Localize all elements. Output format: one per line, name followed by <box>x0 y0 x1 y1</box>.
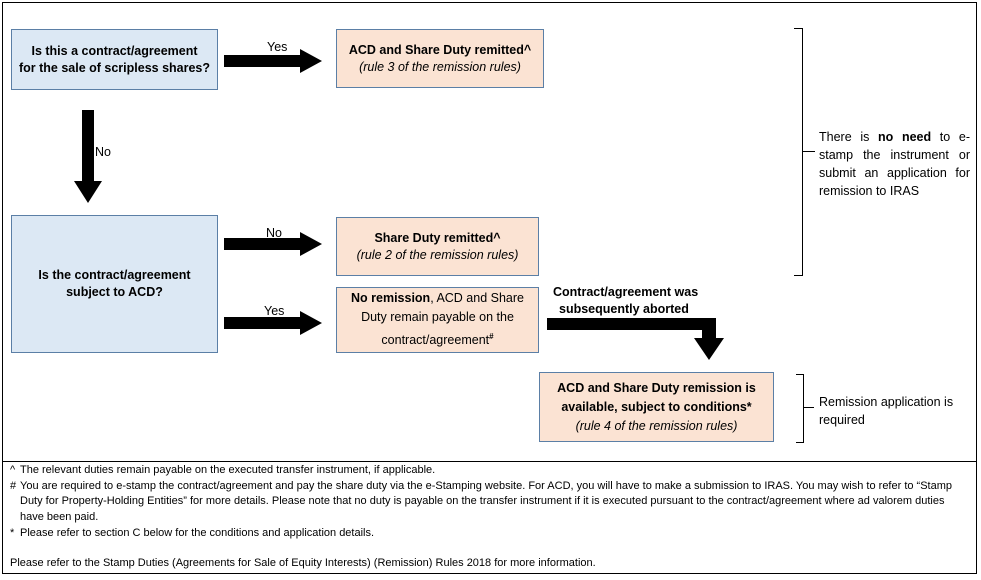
label-aborted-line1: Contract/agreement was <box>553 285 699 299</box>
footnote-hash: # You are required to e-stamp the contra… <box>10 479 965 526</box>
no-remission-line3: contract/agreement# <box>381 327 493 350</box>
footnote-caret: ^ The relevant duties remain payable on … <box>10 463 965 479</box>
arrow-yes-right <box>224 311 322 335</box>
remission-available-bold: available <box>561 399 615 414</box>
arrow-no-down <box>74 110 102 203</box>
remission-available-line1: ACD and Share Duty remission is <box>557 380 756 395</box>
question-acd-line2: subject to ACD? <box>66 285 163 299</box>
footnote-star-text: Please refer to section C below for the … <box>20 526 375 539</box>
note-no-need-line2: stamp the instrument or <box>819 148 970 162</box>
bracket-application-tick <box>804 407 814 408</box>
question-scripless-shares: Is this a contract/agreement for the sal… <box>11 29 218 90</box>
label-no-right: No <box>266 226 282 240</box>
no-remission-line2: Duty remain payable on the <box>361 310 514 325</box>
note-no-need-pre: There is <box>819 130 879 144</box>
footnote-hash-text: You are required to e-stamp the contract… <box>20 479 953 524</box>
footnote-caret-mark: ^ <box>10 464 16 476</box>
bracket-application <box>796 374 804 443</box>
remission-available-rule: (rule 4 of the remission rules) <box>575 418 738 433</box>
note-application-required: Remission application is required <box>819 393 964 429</box>
outcome-share-duty-remitted: Share Duty remitted^ (rule 2 of the remi… <box>336 217 539 276</box>
footnote-caret-text: The relevant duties remain payable on th… <box>20 464 436 476</box>
footnote-divider <box>2 461 977 462</box>
note-application-line2: required <box>819 413 865 427</box>
outcome-share-duty-rule: (rule 2 of the remission rules) <box>356 247 519 262</box>
note-no-need-line3: submit an application for <box>819 166 970 180</box>
outcome-acd-share-remitted-title: ACD and Share Duty remitted^ <box>348 42 532 57</box>
remission-available-line2: available, subject to conditions* <box>561 398 751 417</box>
note-no-need-line4: remission to IRAS <box>819 184 920 198</box>
no-remission-bold: No remission <box>351 291 431 306</box>
question-subject-to-acd: Is the contract/agreement subject to ACD… <box>11 215 218 353</box>
question-scripless-line2: for the sale of scripless shares? <box>18 60 211 75</box>
footnotes: ^ The relevant duties remain payable on … <box>10 463 965 571</box>
arrow-no-right <box>224 232 322 256</box>
question-scripless-line1: Is this a contract/agreement <box>31 43 198 58</box>
label-no-down: No <box>95 145 111 159</box>
arrow-yes-top <box>224 49 322 73</box>
note-no-need-post: to e- <box>931 130 970 144</box>
note-application-line1: Remission application is <box>819 395 954 409</box>
outcome-no-remission: No remission, ACD and Share Duty remain … <box>336 287 539 353</box>
question-acd-line1: Is the contract/agreement <box>38 268 191 282</box>
footnote-star-mark: * <box>10 526 15 539</box>
bracket-no-need <box>794 28 803 276</box>
bracket-no-need-tick <box>803 151 815 152</box>
label-aborted: Contract/agreement was subsequently abor… <box>553 284 698 318</box>
outcome-acd-share-remitted-rule: (rule 3 of the remission rules) <box>359 59 521 74</box>
remission-available-rest: , subject to conditions* <box>614 399 752 414</box>
note-no-need: There is no need to e- stamp the instrum… <box>819 128 970 200</box>
label-yes-right: Yes <box>264 304 285 318</box>
footnote-star: * Please refer to section C below for th… <box>10 526 965 542</box>
note-no-need-bold: no need <box>878 130 932 144</box>
no-remission-line1-rest: , ACD and Share <box>430 291 524 306</box>
label-yes-top: Yes <box>267 40 288 54</box>
arrow-aborted <box>547 318 724 360</box>
outcome-remission-available: ACD and Share Duty remission is availabl… <box>539 372 774 442</box>
closing-note: Please refer to the Stamp Duties (Agreem… <box>10 556 596 569</box>
no-remission-line1: No remission, ACD and Share <box>351 289 524 308</box>
outcome-share-duty-title: Share Duty remitted^ <box>374 230 501 245</box>
note-no-need-line1: There is no need to e- <box>819 128 970 146</box>
outcome-acd-share-remitted: ACD and Share Duty remitted^ (rule 3 of … <box>336 29 544 88</box>
label-aborted-line2: subsequently aborted <box>559 302 689 316</box>
footnote-hash-mark: # <box>10 479 17 492</box>
no-remission-line3-text: contract/agreement <box>381 333 490 348</box>
no-remission-mark: # <box>489 332 494 342</box>
